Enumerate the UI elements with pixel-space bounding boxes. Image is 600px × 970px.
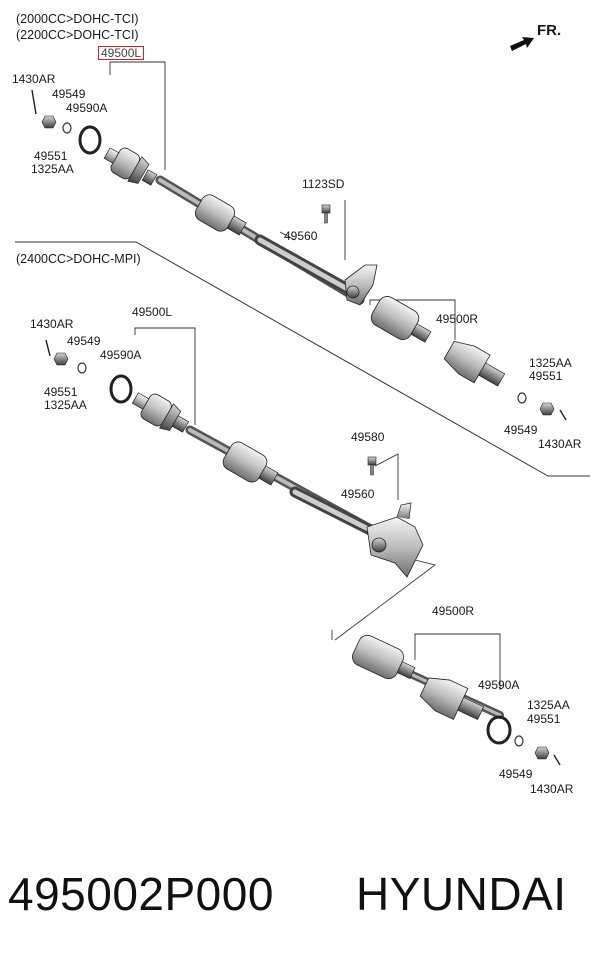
part-number: 495002P000 [8,868,274,920]
part-label: 49590A [478,678,520,692]
lower-variant-label: (2400CC>DOHC-MPI) [16,252,141,266]
part-label: 49551 [529,369,563,383]
part-label: 1325AA [527,698,570,712]
part-label: 49590A [100,348,142,362]
part-label: 49560 [341,487,375,501]
part-label: 1325AA [529,356,572,370]
part-label: 1430AR [30,317,74,331]
section-divider [15,241,590,477]
part-label: 1123SD [302,177,345,191]
part-label: 1325AA [31,162,74,176]
part-label: 49500R [436,312,479,326]
part-label: 49580 [351,430,385,444]
upper-variant-label-1: (2000CC>DOHC-TCI) [16,12,139,26]
part-label: 49549 [52,87,86,101]
part-label: 49549 [499,767,533,781]
part-label: 49500L [132,305,173,319]
brand-name: HYUNDAI [356,868,567,920]
part-label: 49551 [527,712,561,726]
part-label: 49500R [432,604,475,618]
lower-assembly [45,327,561,766]
part-label: 1430AR [538,437,582,451]
part-label: 49549 [504,423,538,437]
part-label: 49560 [284,229,318,243]
part-label: 49551 [44,385,78,399]
part-label: 49551 [34,149,68,163]
highlighted-part-49500l[interactable]: 49500L [98,46,145,60]
part-label: 1430AR [530,782,574,796]
front-direction-arrow-icon [510,37,534,51]
upper-assembly [31,61,567,421]
part-label: 49549 [67,334,101,348]
part-label: 49590A [66,101,108,115]
front-direction-label: FR. [537,22,562,39]
part-label: 1325AA [44,398,87,412]
upper-variant-label-2: (2200CC>DOHC-TCI) [16,28,139,42]
part-label: 1430AR [12,72,56,86]
